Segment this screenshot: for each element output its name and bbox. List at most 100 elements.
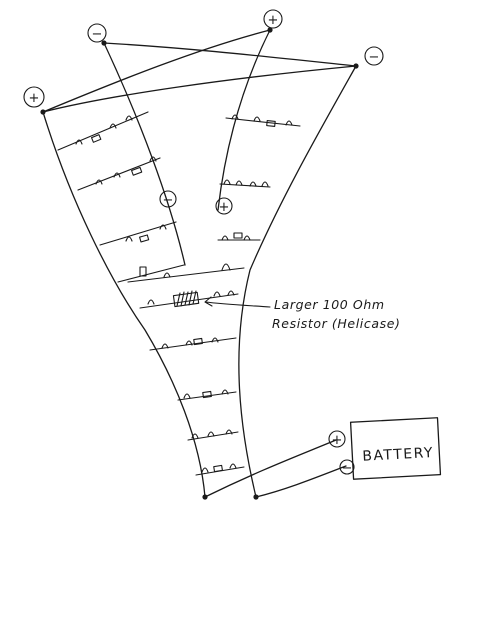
bump: [231, 114, 239, 120]
battery-wires: [204, 439, 347, 498]
bump: [161, 343, 169, 349]
terminal-sign-right: −: [369, 50, 380, 65]
small-resistor: [90, 134, 102, 143]
terminal-sign-top-center: −: [92, 27, 103, 42]
junction-dot: [101, 40, 107, 46]
small-resistor: [139, 234, 150, 243]
terminal-circle-battery-negative: [339, 459, 355, 475]
bump: [159, 224, 167, 230]
rung: [219, 183, 271, 188]
bump: [223, 179, 231, 185]
bump: [147, 299, 155, 305]
rung: [127, 267, 245, 283]
rung: [187, 431, 239, 441]
left-inner-rail: [103, 42, 186, 266]
junction-dot: [353, 63, 359, 69]
bump: [109, 123, 117, 129]
small-resistor: [266, 120, 276, 127]
junction-dot: [202, 494, 208, 500]
rung: [149, 337, 237, 351]
rungs: [57, 111, 301, 476]
terminal-circle-top-left: [23, 86, 45, 108]
bump: [221, 389, 229, 395]
terminal-circle-top-center: [87, 23, 107, 43]
bump: [261, 181, 269, 187]
bump: [113, 172, 121, 178]
rung: [177, 391, 237, 401]
resistor-annotation: Larger 100 Ohm Resistor (Helicase): [272, 297, 400, 331]
bump: [191, 433, 199, 439]
wire-left-rail-to-battery-positive: [204, 439, 337, 498]
bump: [221, 263, 231, 271]
small-resistor: [131, 166, 143, 176]
battery-box: [349, 417, 442, 480]
wire-center-to-right-terminal: [103, 42, 357, 67]
bump: [149, 156, 157, 162]
bump: [235, 180, 243, 186]
bump: [227, 290, 235, 296]
rung: [57, 111, 149, 151]
bump: [125, 115, 133, 121]
top-wires: [42, 29, 357, 113]
small-resistor: [193, 337, 203, 346]
bump: [229, 463, 237, 469]
terminal-sign-battery-positive: +: [332, 433, 343, 448]
junction-dot: [253, 494, 259, 500]
annotation-line-2: Resistor (Helicase): [272, 316, 400, 331]
bump: [163, 272, 171, 278]
right-inner-rail: [217, 29, 271, 211]
small-resistor: [213, 464, 223, 473]
annotation-arrow: [204, 296, 271, 308]
wire-left-to-right-terminal: [42, 65, 357, 113]
hatched-resistor-body: [172, 291, 200, 308]
junction-dot: [40, 109, 46, 115]
bump: [225, 429, 233, 435]
bump: [201, 467, 209, 473]
right-outer-rail: [238, 65, 357, 498]
terminal-circle-top-right: [263, 9, 283, 29]
rung-bumps: [75, 114, 293, 473]
rung: [225, 117, 301, 127]
bump: [243, 235, 251, 241]
right-ladder: [217, 29, 357, 498]
bump: [183, 393, 191, 399]
small-resistors: [90, 120, 276, 473]
wire-right-rail-to-battery-negative: [255, 465, 347, 498]
terminal-sign-inner-right: +: [219, 200, 230, 215]
bump: [221, 235, 229, 241]
terminal-circle-inner-left: [159, 190, 177, 208]
bump: [211, 337, 219, 343]
bump: [249, 181, 257, 187]
terminal-circle-inner-right: [215, 197, 233, 215]
terminal-circle-right: [364, 46, 384, 66]
small-resistor: [202, 390, 212, 399]
bump: [125, 236, 133, 242]
left-outer-rail: [42, 111, 206, 498]
bump: [185, 340, 193, 346]
bump: [75, 139, 83, 145]
helicase-resistor: [172, 290, 200, 308]
terminal-sign-battery-negative: −: [342, 461, 353, 476]
small-resistor: [233, 232, 243, 239]
hatched-resistor-fill: [176, 290, 197, 307]
annotation-line-1: Larger 100 Ohm: [274, 297, 385, 312]
terminal-markers: + − + − − + + −: [23, 9, 384, 476]
terminal-circle-battery-positive: [328, 430, 346, 448]
small-resistor: [139, 266, 147, 277]
bump: [285, 120, 293, 126]
rung: [117, 264, 185, 283]
junction-dot: [267, 27, 273, 33]
junction-dots: [40, 27, 359, 500]
terminal-sign-top-right: +: [268, 13, 279, 28]
bump: [95, 179, 103, 185]
terminal-sign-top-left: +: [29, 91, 40, 106]
bump: [253, 116, 261, 122]
left-ladder: [42, 42, 206, 498]
rung: [99, 221, 177, 246]
terminal-sign-inner-left: −: [163, 193, 174, 208]
bump: [207, 431, 215, 437]
bump: [213, 291, 221, 297]
battery-label: BATTERY: [362, 445, 434, 465]
rung: [139, 293, 239, 309]
